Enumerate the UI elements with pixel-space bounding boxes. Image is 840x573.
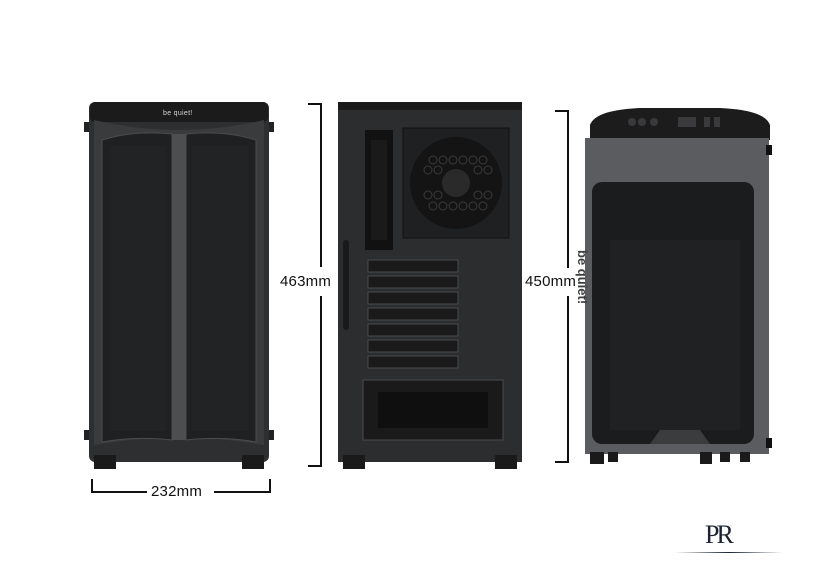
side-height-tick-top [555,110,569,112]
watermark-underline [675,552,783,553]
front-height-dimension-label: 463mm [280,273,332,290]
width-tick-left [91,479,93,493]
side-brand-logo: be quiet! [575,250,590,305]
side-height-line-bottom [567,296,569,462]
watermark-text: PR [705,520,734,549]
front-height-line-top [320,103,322,267]
watermark-logo: PR [675,520,785,560]
front-height-tick-bottom [308,465,322,467]
side-height-line-top [567,110,569,268]
case-rear-view [338,102,522,469]
front-height-tick-top [308,103,322,105]
case-side-view [585,108,772,464]
width-dimension-label: 232mm [151,483,203,500]
width-line-left [91,491,147,493]
case-front-view [84,102,274,469]
width-line-right [214,491,270,493]
front-height-line-bottom [320,296,322,466]
side-height-dimension-label: 450mm [525,273,577,290]
width-tick-right [269,479,271,493]
front-brand-logo: be quiet! [163,110,193,117]
side-height-tick-bottom [555,461,569,463]
